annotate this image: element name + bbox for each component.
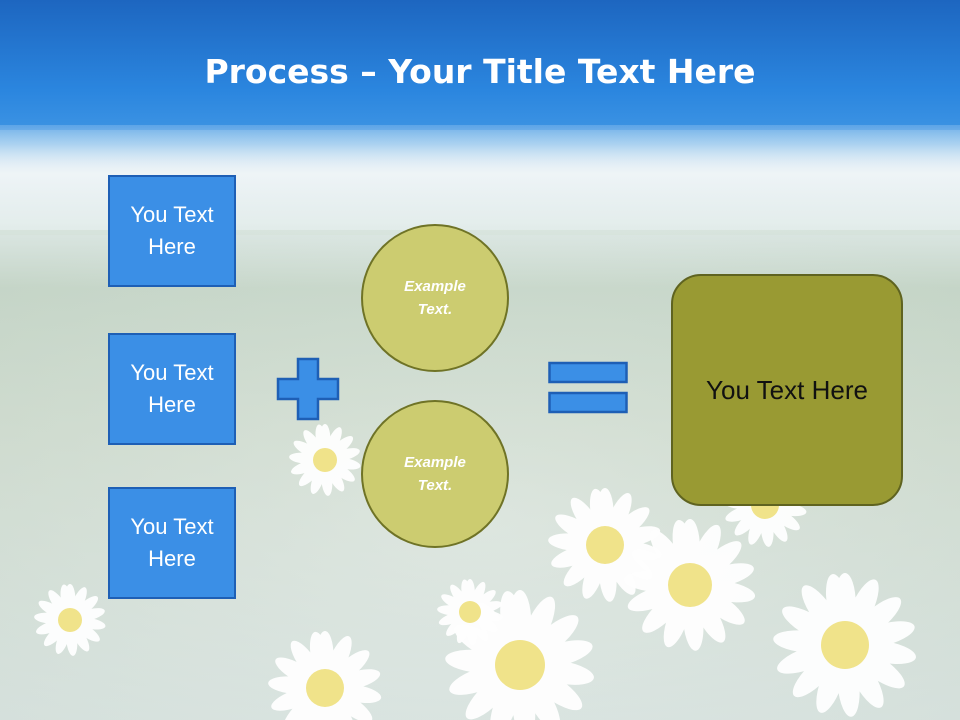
example-circle-1-label: Example Text. (404, 278, 466, 318)
example-circle-1[interactable]: Example Text. (361, 224, 509, 372)
result-box-label: You Text Here (706, 374, 868, 405)
text-box-2[interactable]: You Text Here (108, 333, 236, 445)
text-box-1[interactable]: You Text Here (108, 175, 236, 287)
text-box-2-label: You Text Here (130, 360, 214, 417)
text-box-3-label: You Text Here (130, 514, 214, 571)
example-circle-2-label: Example Text. (404, 454, 466, 494)
title-rest: – Your Title Text Here (348, 52, 756, 91)
result-box[interactable]: You Text Here (671, 274, 903, 506)
plus-icon (276, 357, 340, 421)
example-circle-2[interactable]: Example Text. (361, 400, 509, 548)
text-box-1-label: You Text Here (130, 202, 214, 259)
title-bar (0, 0, 960, 130)
text-box-3[interactable]: You Text Here (108, 487, 236, 599)
title-bold: Process (204, 52, 349, 91)
page-title: Process – Your Title Text Here (0, 52, 960, 91)
equals-icon (548, 361, 628, 414)
